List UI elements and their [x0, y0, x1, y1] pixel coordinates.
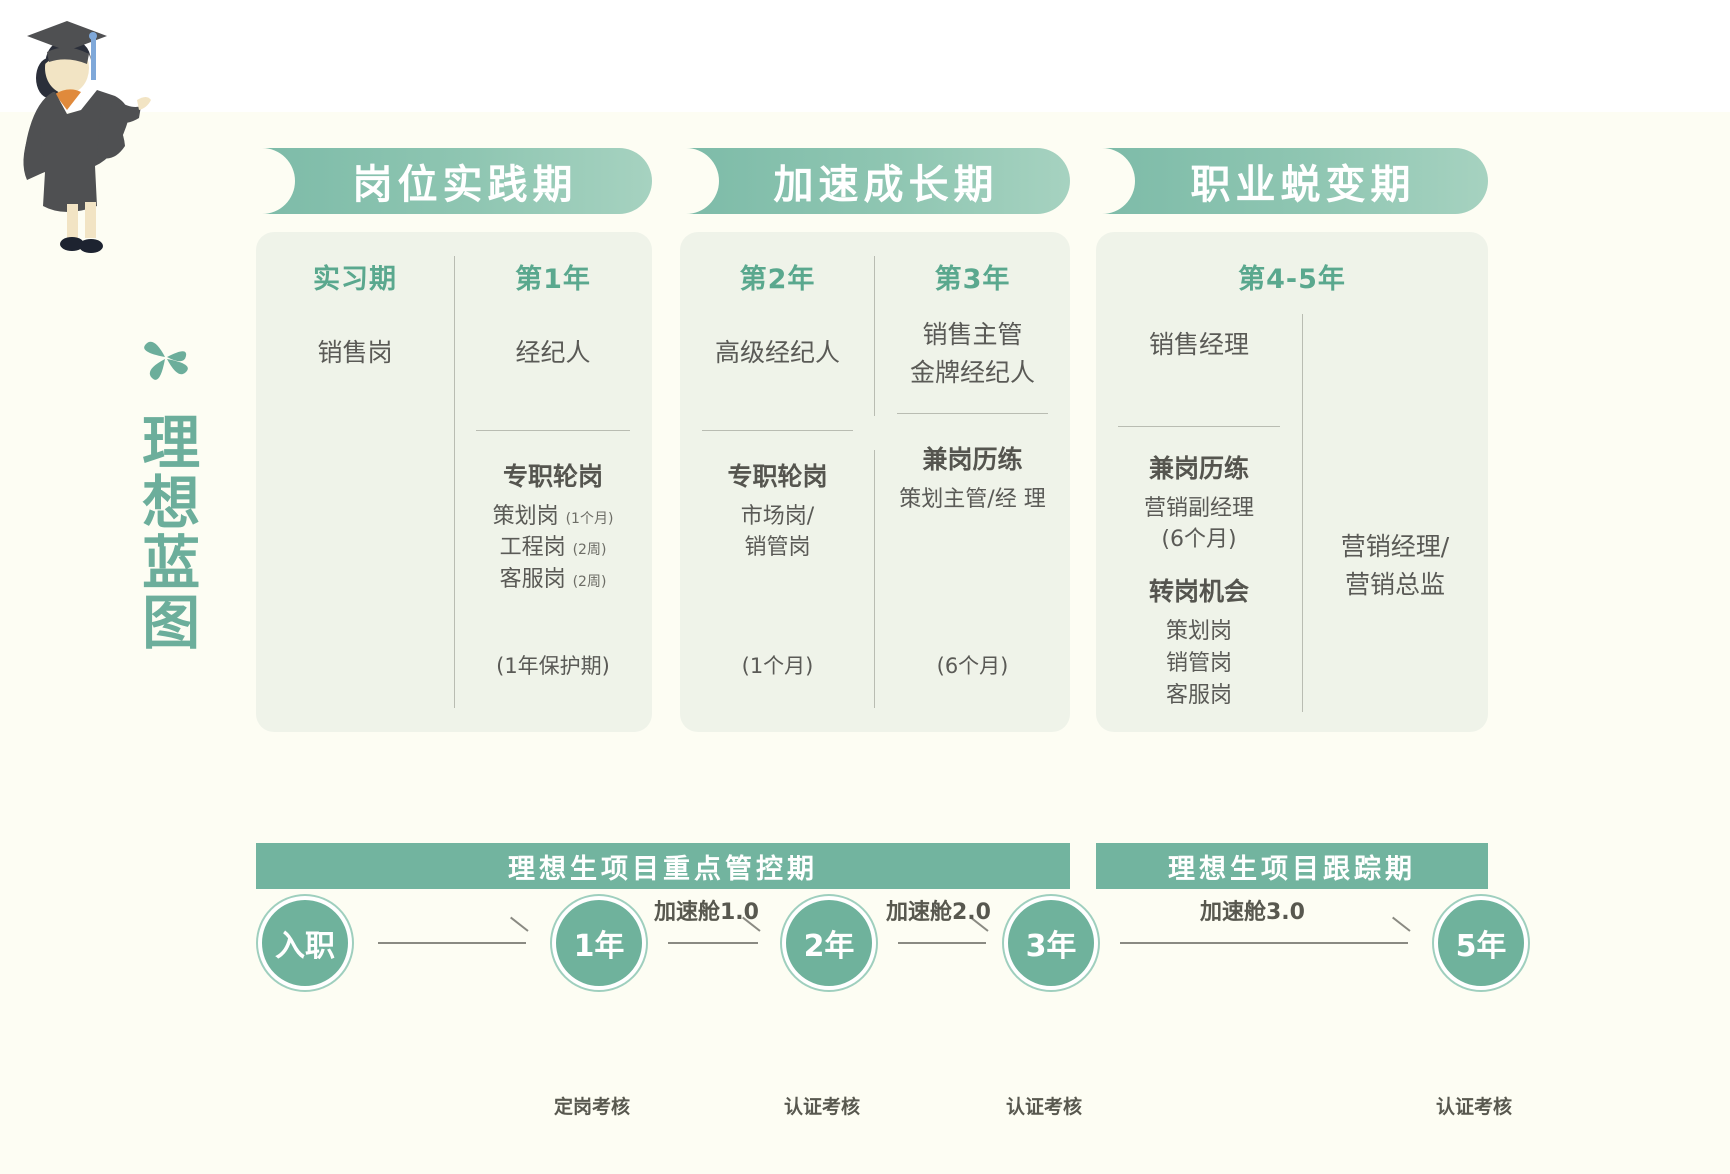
phase-card-0: 实习期 销售岗 第1年 经纪人 专职轮岗 策划岗 (1个月) 工程岗 (2周) …	[256, 232, 652, 732]
phase-card-2: 第4-5年 销售经理 兼岗历练 营销副经理 (6个月) 转岗机会 策划岗 销管岗…	[1096, 232, 1488, 732]
list-item: 工程岗 (2周)	[499, 535, 607, 561]
phase-banner-2: 职业蜕变期	[1095, 148, 1488, 214]
list-item: (6个月)	[1161, 527, 1237, 553]
section-title: 专职轮岗	[502, 461, 603, 491]
column-role: 销售主管 金牌经纪人	[883, 316, 1062, 391]
phase-column-y45-right: 营销经理/ 营销总监	[1302, 296, 1488, 712]
section-list: 市场岗/ 销管岗	[688, 501, 867, 565]
phase-column-y45-left: 销售经理 兼岗历练 营销副经理 (6个月) 转岗机会 策划岗 销管岗 客服岗	[1096, 296, 1302, 712]
graduate-illustration	[5, 6, 190, 261]
timeline-node-label: 入职	[275, 929, 335, 964]
phase-column-year1: 第1年 经纪人 专职轮岗 策划岗 (1个月) 工程岗 (2周) 客服岗 (2周)…	[454, 232, 652, 732]
section-title: 兼岗历练	[922, 445, 1023, 474]
list-item: 销管岗	[1165, 651, 1232, 677]
column-year-label: 第2年	[739, 264, 816, 295]
timeline-node-year5[interactable]: 5年	[1434, 896, 1528, 990]
section-list: 策划岗 销管岗 客服岗	[1104, 616, 1294, 712]
list-item: 营销副经理	[1143, 495, 1254, 521]
phase-banner-1: 加速成长期	[679, 148, 1070, 214]
section-list: 营销副经理 (6个月)	[1104, 493, 1294, 557]
list-item: 策划岗	[1165, 619, 1232, 645]
section-divider	[702, 429, 853, 431]
brand-title: 理想蓝图	[132, 412, 201, 652]
section-title: 转岗机会	[1148, 577, 1249, 607]
phase-banner-label-0: 岗位实践期	[352, 161, 578, 208]
timeline-connector-label-1: 加速舱1.0	[654, 900, 759, 925]
phase-bar-control-period: 理想生项目重点管控期	[256, 843, 1070, 889]
column-role: 销售岗	[317, 338, 393, 367]
phase-bar-tracking-period: 理想生项目跟踪期	[1096, 843, 1488, 889]
timeline-node-label: 3年	[1025, 929, 1077, 964]
column-year-label-wide: 第4-5年	[1238, 264, 1346, 295]
timeline-node-year2[interactable]: 2年	[782, 896, 876, 990]
timeline-connector-0	[378, 942, 526, 944]
role-line: 营销总监	[1344, 569, 1445, 599]
column-role: 销售经理	[1148, 330, 1249, 359]
timeline-connector-label-2: 加速舱2.0	[886, 900, 991, 925]
phase-card-1: 第2年 高级经纪人 专职轮岗 市场岗/ 销管岗 (1个月) 第3年 销售主管 金…	[680, 232, 1070, 732]
phase-column-year2: 第2年 高级经纪人 专职轮岗 市场岗/ 销管岗 (1个月)	[680, 232, 875, 732]
timeline-node-foot-year2: 认证考核	[784, 1096, 861, 1118]
phase-bar-label: 理想生项目跟踪期	[1168, 853, 1416, 885]
role-line: 营销经理/	[1340, 532, 1450, 561]
timeline-node-foot-year3: 认证考核	[1006, 1096, 1083, 1118]
column-role: 经纪人	[515, 338, 591, 367]
duration-note: (1年保护期)	[496, 654, 610, 678]
timeline-node-label: 5年	[1455, 929, 1507, 964]
phase-banner-label-1: 加速成长期	[773, 161, 999, 208]
list-item: 策划岗 (1个月)	[492, 503, 614, 529]
timeline-node-year1[interactable]: 1年	[552, 896, 646, 990]
section-divider	[1118, 425, 1280, 427]
section-title: 兼岗历练	[1148, 453, 1249, 483]
list-item: 策划主管/经 理	[899, 487, 1046, 512]
timeline: 加速舱1.0 加速舱2.0 加速舱3.0 入职 1年 2年 3年 5年 定岗考核…	[0, 880, 1730, 1130]
timeline-connector-3	[1120, 942, 1408, 944]
timeline-connector-1	[668, 942, 758, 944]
timeline-connector-2	[898, 942, 986, 944]
timeline-node-onboard[interactable]: 入职	[258, 896, 352, 990]
column-role: 营销经理/ 营销总监	[1310, 528, 1480, 603]
section-title: 专职轮岗	[727, 461, 828, 491]
column-role: 高级经纪人	[714, 338, 840, 367]
column-year-label: 实习期	[313, 264, 397, 295]
column-year-label: 第3年	[934, 264, 1011, 295]
timeline-node-year3[interactable]: 3年	[1004, 896, 1098, 990]
timeline-node-foot-year5: 认证考核	[1436, 1096, 1513, 1118]
column-divider-top	[874, 256, 875, 416]
clover-flower-icon	[138, 330, 194, 386]
section-divider	[897, 413, 1048, 414]
column-divider	[454, 256, 455, 708]
duration-note: (6个月)	[936, 654, 1009, 678]
list-item: 销管岗	[744, 535, 811, 561]
timeline-node-foot-year1: 定岗考核	[554, 1096, 631, 1118]
column-year-label: 第1年	[515, 264, 591, 295]
section-list: 策划岗 (1个月) 工程岗 (2周) 客服岗 (2周)	[462, 501, 644, 597]
duration-note: (1个月)	[741, 654, 814, 678]
list-item: 客服岗	[1165, 683, 1232, 709]
role-line: 金牌经纪人	[909, 357, 1035, 387]
top-white-band	[0, 0, 1730, 112]
phase-column-year3: 第3年 销售主管 金牌经纪人 兼岗历练 策划主管/经 理 (6个月)	[875, 232, 1070, 732]
list-item: 客服岗 (2周)	[499, 567, 607, 593]
section-divider	[476, 429, 630, 431]
phase-column-internship: 实习期 销售岗	[256, 232, 454, 732]
timeline-connector-label-3: 加速舱3.0	[1200, 900, 1305, 925]
column-divider	[1302, 314, 1303, 712]
list-item: 市场岗/	[740, 503, 815, 529]
section-list: 策划主管/经 理	[883, 484, 1062, 516]
timeline-node-label: 2年	[803, 929, 855, 964]
role-line: 销售主管	[922, 320, 1023, 349]
phase-banner-label-2: 职业蜕变期	[1190, 161, 1416, 208]
timeline-node-label: 1年	[573, 929, 625, 964]
phase-banner-0: 岗位实践期	[255, 148, 652, 214]
phase-bar-label: 理想生项目重点管控期	[508, 853, 818, 885]
column-divider-bottom	[874, 450, 875, 708]
brand-block: 理想蓝图	[108, 330, 223, 652]
